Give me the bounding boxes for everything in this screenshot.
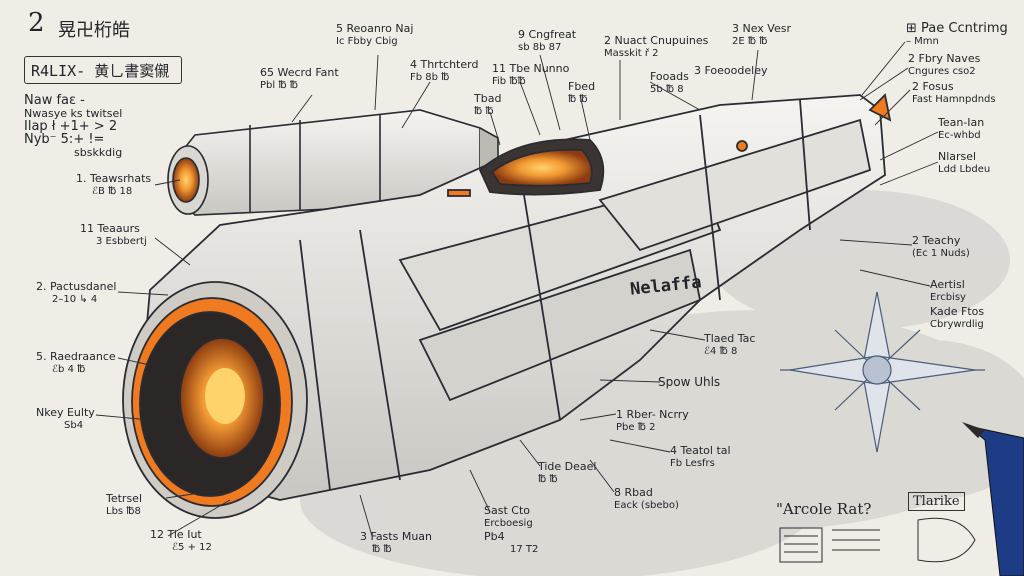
callout: Fbed℔ ℔: [568, 80, 596, 105]
compass-rose: [780, 291, 985, 453]
upper-engine-pod: [167, 109, 499, 216]
callout: 2 Teachy(Ec 1 Nuds): [912, 234, 970, 259]
detail-sketch: [779, 517, 976, 563]
header-note: Ilap ł +1+ > 2: [24, 119, 118, 134]
callout: 3 Foeoodeley: [694, 64, 768, 77]
sheet-title: 晃卍桁皓: [58, 20, 130, 41]
callout: Tbad℔ ℔: [474, 92, 502, 117]
boxed-title: R4LIX- 黄乚書窦儭: [24, 56, 182, 84]
header-note: sbskkdig: [74, 146, 123, 159]
header-note: Nyb⁻ 5:+ !=: [24, 132, 105, 147]
callout: 3 Fasts Muan℔ ℔: [360, 530, 432, 555]
sheet-title-number: 2: [28, 8, 45, 38]
main-engine-nozzle: [122, 281, 308, 519]
callout-leader-lines: [95, 41, 939, 537]
quote-text: "Arcole Rat?: [776, 500, 872, 518]
callout: Tide Deael℔ ℔: [538, 460, 597, 485]
header-note: Naw faɛ -: [24, 93, 85, 108]
header-notes: Naw faɛ - Nwasye ks twitsel Ilap ł +1+ >…: [24, 94, 122, 159]
note-box: Tlarike: [908, 492, 965, 511]
callout: Spow Uhls: [658, 375, 721, 389]
header-note: Nwasye ks twitsel: [24, 107, 123, 120]
pencil: [962, 422, 1024, 576]
callout: ⊞ Pae Ccntrimg– Mmn: [906, 21, 1008, 47]
